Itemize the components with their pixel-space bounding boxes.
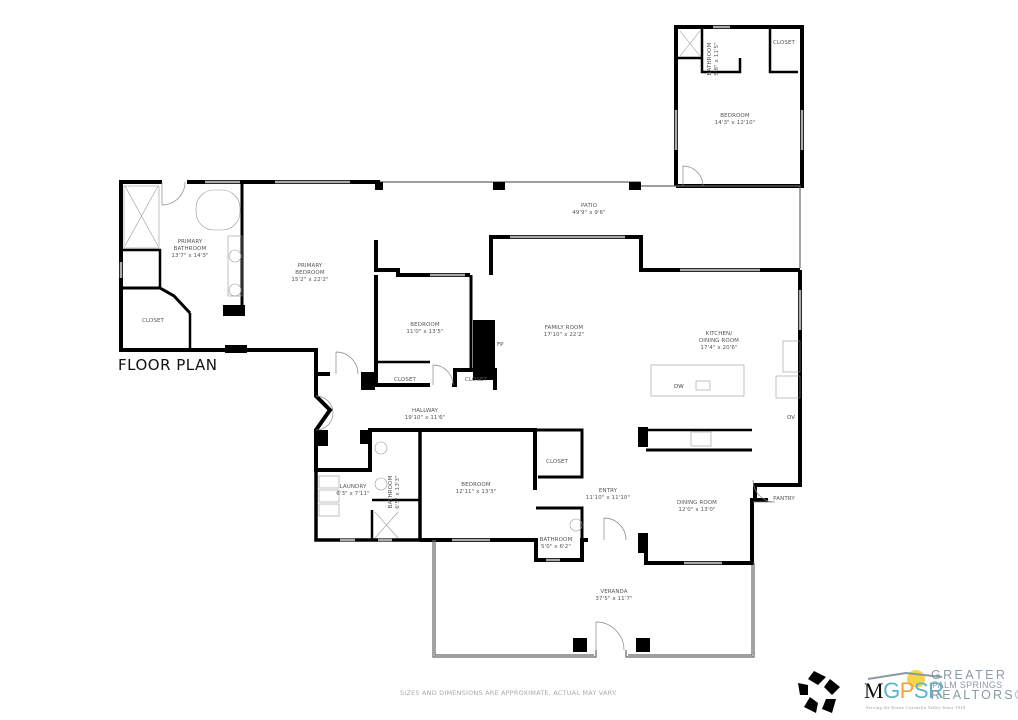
- room-dimensions: 11'0" x 13'5": [406, 329, 444, 335]
- room-name: PATIO: [580, 203, 598, 209]
- disclaimer-text: SIZES AND DIMENSIONS ARE APPROXIMATE, AC…: [400, 689, 618, 697]
- room-label-closet-middle-right: CLOSET: [465, 377, 487, 384]
- room-label-closet-northeast: CLOSET: [773, 40, 795, 47]
- gpsr-wordmark: MGPSR: [864, 678, 944, 703]
- room-name: BEDROOM: [410, 322, 440, 328]
- room-dimensions: 5'8" x 11'5": [714, 42, 720, 76]
- patio-outline: [380, 181, 801, 268]
- room-label-closet-middle-left: CLOSET: [394, 377, 416, 384]
- room-name: CLOSET: [465, 377, 487, 383]
- room-name: PANTRY: [773, 496, 795, 502]
- logo-tagline: Serving the Entire Coachella Valley Sinc…: [866, 705, 966, 710]
- room-dimensions: 5'0" x 6'2": [541, 544, 571, 550]
- room-dimensions: 6'3" x 7'11": [336, 491, 370, 497]
- room-name: BATHROOM: [539, 537, 573, 543]
- room-label-pantry: PANTRY: [773, 496, 795, 503]
- room-dimensions: 11'10" x 11'10": [585, 495, 631, 501]
- room-name: BEDROOM: [720, 113, 750, 119]
- room-label-closet-entry: CLOSET: [546, 459, 568, 466]
- room-dimensions: 17'10" x 22'2": [543, 332, 585, 338]
- logo-line-greater: GREATER: [931, 668, 1008, 682]
- northeast-bedroom-walls: [674, 25, 804, 188]
- dishwasher-label: DW: [674, 384, 684, 390]
- room-name: LAUNDRY: [339, 484, 367, 490]
- room-name: CLOSET: [546, 459, 568, 465]
- room-dimensions: 13'7" x 14'3": [171, 253, 209, 259]
- room-name: FAMILY ROOM: [544, 325, 584, 331]
- room-dimensions: 37'5" x 11'7": [595, 596, 633, 602]
- room-name: KITCHEN/ DINING ROOM: [698, 331, 740, 344]
- room-dimensions: 17'4" x 20'6": [700, 345, 738, 351]
- sun-roof-icon: [867, 670, 943, 687]
- room-name: DINING ROOM: [676, 500, 718, 506]
- room-dimensions: 15'2" x 22'2": [291, 277, 329, 283]
- room-name: PRIMARY BEDROOM: [295, 263, 325, 276]
- oven-label: OV: [787, 415, 795, 421]
- room-name: BEDROOM: [461, 482, 491, 488]
- logo-line-realtors: REALTORS®: [931, 688, 1018, 702]
- pentagon-swirl-icon: [798, 671, 840, 713]
- primary-suite-walls: [119, 180, 380, 376]
- room-name: PRIMARY BATHROOM: [173, 239, 207, 252]
- room-dimensions: 6'5" x 13'3": [395, 475, 401, 509]
- room-dimensions: 19'10" x 11'6": [404, 415, 446, 421]
- main-house-walls: [314, 235, 802, 565]
- logo-line-palm-springs: PALM SPRINGS: [932, 680, 1003, 690]
- room-name: CLOSET: [394, 377, 416, 383]
- room-dimensions: 14'3" x 12'10": [714, 120, 756, 126]
- room-dimensions: 12'11" x 13'3": [455, 489, 497, 495]
- veranda-outline: [432, 540, 755, 658]
- room-name: VERANDA: [600, 589, 628, 595]
- fireplace-label: FP: [497, 342, 504, 348]
- room-dimensions: 12'0" x 13'0": [678, 507, 716, 513]
- room-name: BATHROOM: [707, 42, 713, 76]
- room-name: HALLWAY: [411, 408, 439, 414]
- room-name: ENTRY: [598, 488, 618, 494]
- room-name: CLOSET: [142, 318, 164, 324]
- room-name: CLOSET: [773, 40, 795, 46]
- realtor-logo: MGPSR GREATER PALM SPRINGS REALTORS® Ser…: [796, 667, 1018, 715]
- page-title: FLOOR PLAN: [118, 356, 218, 374]
- room-dimensions: 49'9" x 9'6": [572, 210, 606, 216]
- room-label-closet-primary: CLOSET: [142, 318, 164, 325]
- room-name: BATHROOM: [388, 475, 394, 509]
